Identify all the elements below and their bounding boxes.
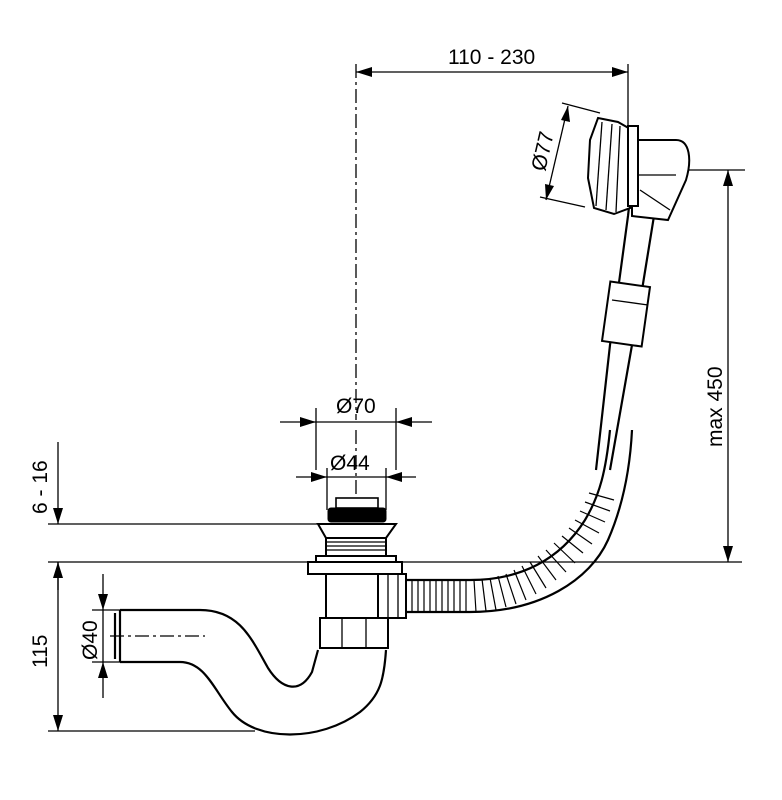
dim-thickness-label: 6 - 16 — [29, 460, 52, 514]
drain-plug — [316, 497, 398, 557]
dim-drop-height-label: 115 — [29, 635, 52, 668]
overflow-rosette — [586, 116, 639, 216]
overflow-elbow — [631, 139, 691, 222]
dim-pipe-diameter: Ø40 — [79, 574, 120, 698]
dim-height-max-label: max 450 — [704, 366, 727, 447]
hose-ribs — [411, 492, 615, 613]
dim-pipe-diameter-label: Ø40 — [79, 620, 102, 660]
reference-lines — [48, 64, 745, 732]
drain-flange — [307, 555, 403, 575]
dim-drop-height: 115 — [29, 562, 63, 731]
corrugated-hose — [406, 429, 634, 614]
dim-outer-diameter-label: Ø70 — [336, 395, 376, 418]
dim-inner-diameter: Ø44 — [296, 452, 416, 510]
dim-top-span-label: 110 - 230 — [448, 46, 535, 69]
hex-nut — [319, 617, 389, 649]
dim-top-span: 110 - 230 — [356, 46, 628, 77]
dim-outer-diameter: Ø70 — [280, 395, 432, 470]
overflow-tube — [594, 179, 662, 471]
dim-height-max: max 450 — [704, 170, 733, 562]
trap-pipe — [113, 608, 388, 736]
drain-body — [325, 573, 407, 619]
dim-inner-diameter-label: Ø44 — [330, 452, 370, 475]
